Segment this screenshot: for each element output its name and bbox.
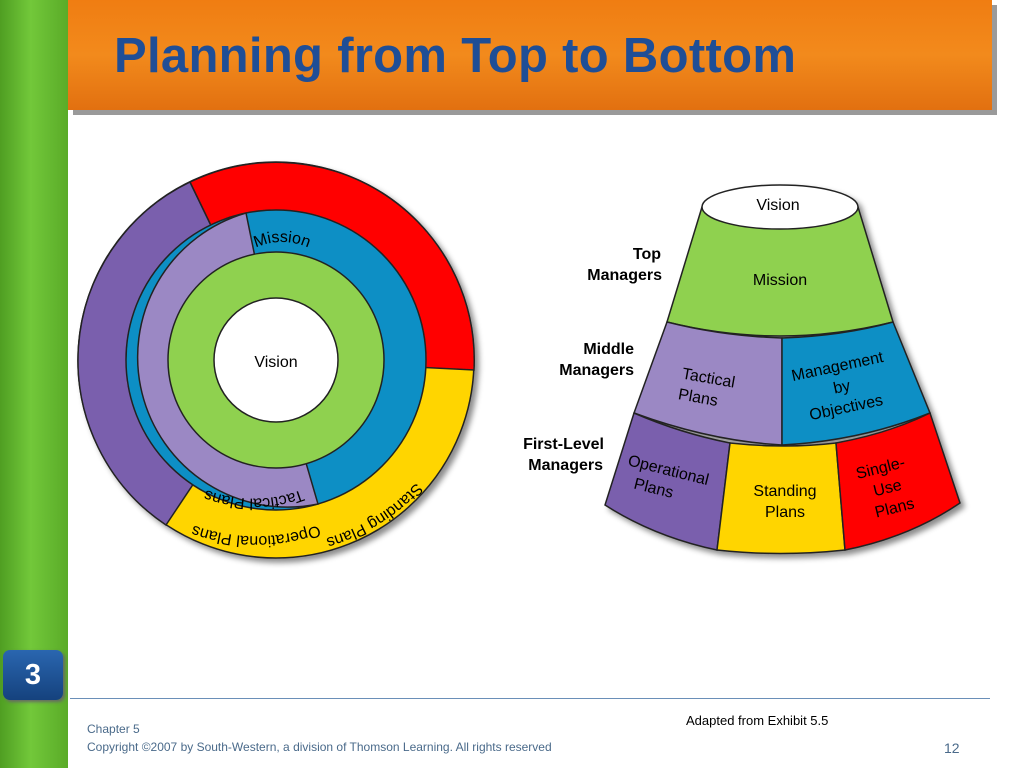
footer-copyright: Copyright ©2007 by South-Western, a divi… — [87, 740, 552, 754]
cone-standing-label-1: Standing — [753, 483, 816, 500]
ring-mission-label: Mission — [252, 229, 313, 251]
cone-mission-label: Mission — [753, 272, 807, 289]
circle-vision-label: Vision — [254, 354, 297, 371]
cone-standing-label-2: Plans — [765, 504, 805, 521]
cone-mbo-label-2: by — [832, 377, 852, 397]
cone-tactical-label-2: Plans — [677, 386, 719, 410]
footer-divider — [70, 698, 990, 699]
planning-cone-diagram — [604, 184, 961, 555]
svg-text:Mission: Mission — [252, 229, 313, 251]
cone-single-use-label-2: Use — [872, 477, 904, 500]
level-middle-label-2: Managers — [559, 362, 634, 379]
chapter-badge: 3 — [3, 650, 63, 700]
level-first-label-2: Managers — [528, 457, 603, 474]
source-note: Adapted from Exhibit 5.5 — [686, 713, 829, 728]
circle-vision-center — [213, 297, 339, 423]
title-banner: Planning from Top to Bottom — [68, 0, 992, 110]
left-sidebar-bar — [0, 0, 68, 768]
footer-chapter: Chapter 5 — [87, 722, 140, 736]
level-top-label-1: Top — [633, 246, 661, 263]
cone-vision-top — [701, 184, 859, 230]
cone-vision-label: Vision — [756, 197, 799, 214]
cone-single-use-plans-segment — [835, 411, 961, 551]
slide-title: Planning from Top to Bottom — [114, 29, 797, 83]
manager-level-labels: Top Managers Middle Managers First-Level… — [523, 246, 662, 474]
level-first-label-1: First-Level — [523, 436, 604, 453]
page-number: 12 — [944, 740, 960, 756]
level-middle-label-1: Middle — [583, 341, 634, 358]
concentric-plans-diagram — [77, 161, 475, 559]
level-top-label-2: Managers — [587, 267, 662, 284]
